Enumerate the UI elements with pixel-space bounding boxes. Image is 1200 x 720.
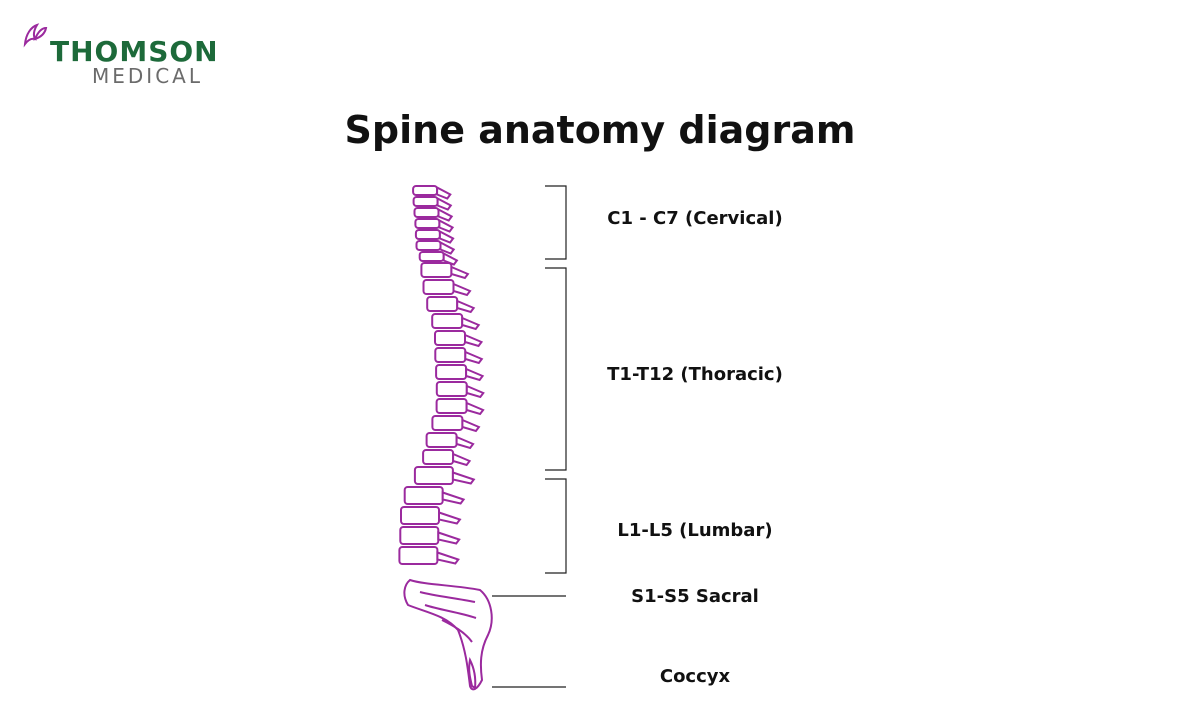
- vertebra-body: [414, 218, 441, 229]
- vertebra-body: [414, 229, 441, 240]
- logo-name-top: THOMSON: [50, 35, 219, 68]
- vertebra-body: [435, 364, 468, 380]
- label-coccyx: Coccyx: [659, 666, 731, 687]
- page-title: Spine anatomy diagram: [344, 108, 856, 152]
- vertebra-process: [465, 384, 485, 399]
- cervical-bracket: [545, 185, 567, 260]
- vertebra-process: [455, 435, 475, 450]
- vertebra-body: [399, 526, 440, 545]
- vertebra-process: [438, 229, 455, 244]
- spine-illustration: [398, 185, 493, 691]
- label-sacral: S1-S5 Sacral: [631, 586, 759, 607]
- vertebra-body: [400, 506, 440, 525]
- thoracic-bracket: [545, 267, 567, 471]
- vertebra-body: [434, 330, 466, 346]
- vertebra-body: [434, 347, 467, 363]
- coccyx: [468, 656, 477, 690]
- vertebra-process: [464, 333, 484, 348]
- vertebra-body: [412, 196, 439, 207]
- label-lumbar: L1-L5 (Lumbar): [617, 520, 773, 541]
- thomson-medical-logo: THOMSON MEDICAL: [22, 22, 232, 88]
- vertebra-process: [441, 491, 466, 505]
- label-cervical: C1 - C7 (Cervical): [607, 208, 783, 229]
- vertebra-body: [431, 415, 464, 431]
- vertebra-process: [438, 511, 462, 525]
- vertebra-process: [436, 185, 452, 200]
- vertebra-body: [403, 486, 444, 505]
- vertebra-process: [437, 531, 461, 545]
- vertebra-process: [461, 316, 481, 331]
- vertebra-body: [420, 262, 453, 278]
- vertebrae-group: [398, 185, 485, 565]
- vertebra-process: [464, 350, 484, 365]
- vertebra-process: [465, 401, 485, 416]
- vertebra-body: [431, 313, 464, 329]
- vertebra-body: [422, 279, 455, 295]
- vertebra-body: [412, 185, 439, 196]
- vertebra-body: [413, 466, 454, 485]
- vertebra-body: [435, 398, 468, 414]
- vertebra-process: [465, 367, 485, 382]
- vertebra-process: [437, 207, 454, 222]
- sacrum: [403, 578, 493, 691]
- vertebra-process: [456, 299, 476, 314]
- butterfly-logo-icon: [23, 23, 48, 48]
- vertebra-process: [452, 452, 472, 467]
- vertebra-process: [452, 282, 472, 297]
- vertebra-body: [418, 251, 445, 262]
- vertebra-body: [413, 207, 440, 218]
- lumbar-bracket: [545, 478, 567, 574]
- vertebra-process: [450, 265, 470, 280]
- vertebra-body: [426, 296, 459, 312]
- vertebra-body: [415, 240, 442, 251]
- vertebra-process: [436, 551, 460, 565]
- logo-name-bottom: MEDICAL: [92, 64, 203, 88]
- vertebra-body: [425, 432, 458, 448]
- vertebra-process: [436, 196, 453, 211]
- label-thoracic: T1-T12 (Thoracic): [607, 364, 783, 385]
- vertebra-process: [451, 471, 476, 485]
- vertebra-process: [442, 251, 459, 266]
- vertebra-body: [435, 381, 468, 397]
- vertebra-process: [461, 418, 481, 433]
- region-brackets: [492, 185, 567, 688]
- vertebra-process: [439, 240, 456, 255]
- vertebra-process: [438, 218, 455, 233]
- vertebra-body: [422, 449, 455, 465]
- vertebra-body: [398, 546, 439, 565]
